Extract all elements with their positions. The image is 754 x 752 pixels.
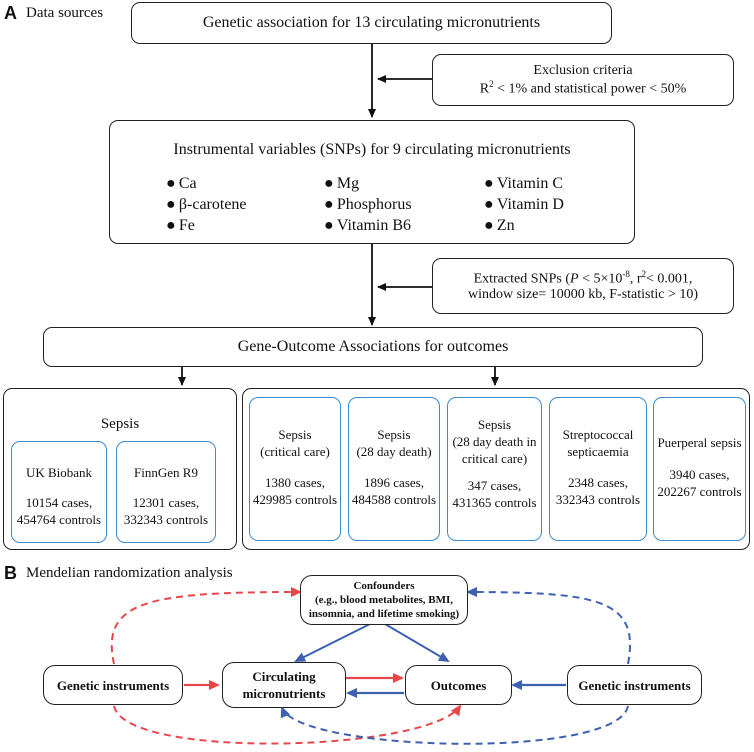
nutrient-zn: ● Zn (484, 217, 515, 234)
confounders-example-1: (e.g., blood metabolites, BMI, (314, 594, 454, 606)
exclusion-line: R2 < 1% and statistical power < 50% (479, 78, 687, 97)
outcome-controls: 431365 controls (452, 495, 537, 510)
outcome-name-line: (28 day death in (452, 434, 537, 449)
outcome-name-line: Sepsis (377, 427, 411, 442)
outcome-streptococcal-septicaemia: Streptococcal septicaemia 2348 cases, 33… (549, 397, 647, 541)
outcome-name-line: (28 day death) (356, 444, 432, 459)
outcome-sepsis-28-day-death-critical-care: Sepsis (28 day death in critical care) 3… (447, 397, 542, 541)
nutrient-vitamin-d: ● Vitamin D (484, 196, 564, 213)
confounders-title: Confounders (353, 580, 415, 592)
outcome-name-line: Sepsis (477, 417, 512, 432)
cohort-cases: 12301 cases, (132, 495, 200, 510)
outcome-controls: 332343 controls (555, 492, 641, 507)
extracted-snps-box: Extracted SNPs (P < 5×10-8, r2< 0.001, w… (432, 258, 734, 314)
genetic-instruments-left-label: Genetic instruments (56, 677, 170, 693)
outcome-cases: 1380 cases, (265, 475, 325, 490)
blue-dashed-right-to-micronutrients (280, 705, 629, 745)
cohort-finngen: FinnGen R9 12301 cases, 332343 controls (116, 441, 216, 543)
nutrient-beta-carotene: ● β-carotene (166, 196, 247, 213)
blue-dashed-right-to-confounders (466, 587, 631, 665)
micronutrients-box: Circulating micronutrients (222, 662, 346, 708)
cohort-cases: 10154 cases, (25, 495, 93, 510)
outcome-name-line: (critical care) (260, 444, 330, 459)
outcome-controls: 484588 controls (351, 492, 437, 507)
cohort-uk-biobank: UK Biobank 10154 cases, 454764 controls (11, 441, 107, 543)
panel-b-title: Mendelian randomization analysis (26, 565, 233, 581)
outcome-controls: 429985 controls (252, 492, 338, 507)
sepsis-group-box: Sepsis UK Biobank 10154 cases, 454764 co… (3, 388, 237, 550)
cohort-name: UK Biobank (25, 465, 93, 480)
gene-outcome-box: Gene-Outcome Associations for outcomes (43, 327, 703, 367)
nutrient-mg: ● Mg (324, 175, 360, 192)
extracted-line-2: window size= 10000 kb, F-statistic > 10) (467, 287, 699, 303)
arrow-confounders-to-outcomes (384, 623, 450, 663)
outcome-controls: 202267 controls (657, 484, 742, 499)
extracted-line-1: Extracted SNPs (P < 5×10-8, r2< 0.001, (473, 268, 693, 287)
outcome-name-line: septicaemia (567, 444, 629, 459)
nutrient-ca: ● Ca (166, 175, 197, 192)
outcome-sepsis-28-day-death: Sepsis (28 day death) 1896 cases, 484588… (348, 397, 440, 541)
confounders-box: Confounders (e.g., blood metabolites, BM… (300, 575, 468, 625)
outcome-name-line: Streptococcal (562, 427, 634, 442)
outcome-cases: 3940 cases, (669, 467, 730, 482)
genetic-instruments-right-label: Genetic instruments (578, 677, 691, 693)
genetic-instruments-left-box: Genetic instruments (43, 665, 183, 705)
nutrient-fe: ● Fe (166, 217, 195, 234)
outcomes-box: Outcomes (405, 665, 512, 705)
panel-b-letter: B (4, 563, 17, 583)
outcome-cases: 347 cases, (467, 478, 522, 493)
top-association-label: Genetic association for 13 circulating m… (202, 14, 541, 31)
cohort-controls: 454764 controls (16, 512, 102, 527)
outcome-name-line: critical care) (461, 451, 528, 466)
exclusion-title: Exclusion criteria (533, 62, 633, 78)
genetic-instruments-right-box: Genetic instruments (567, 665, 702, 705)
outcome-sepsis-critical-care: Sepsis (critical care) 1380 cases, 42998… (249, 397, 341, 541)
nutrient-phosphorus: ● Phosphorus (324, 196, 412, 213)
outcomes-label: Outcomes (430, 677, 487, 693)
outcome-puerperal-sepsis: Puerperal sepsis 3940 cases, 202267 cont… (653, 397, 746, 541)
cohort-name: FinnGen R9 (134, 465, 198, 480)
arrow-confounders-to-micronutrients (294, 623, 371, 662)
outcome-cases: 1896 cases, (364, 475, 424, 490)
exclusion-criteria-box: Exclusion criteria R2 < 1% and statistic… (432, 54, 734, 106)
red-dashed-left-to-outcomes (113, 704, 462, 745)
panel-a-letter: A (4, 3, 17, 23)
outcomes-group-box: Sepsis (critical care) 1380 cases, 42998… (242, 388, 750, 550)
top-association-box: Genetic association for 13 circulating m… (131, 2, 612, 44)
panel-a-title: Data sources (26, 5, 104, 21)
cohort-controls: 332343 controls (123, 512, 209, 527)
confounders-example-2: insomnia, and lifetime smoking) (308, 608, 460, 620)
instruments-title: Instrumental variables (SNPs) for 9 circ… (173, 141, 571, 158)
gene-outcome-label: Gene-Outcome Associations for outcomes (237, 338, 509, 355)
micronutrients-label-2: micronutrients (242, 686, 326, 701)
sepsis-group-title: Sepsis (100, 416, 140, 432)
outcome-cases: 2348 cases, (568, 475, 628, 490)
instrumental-variables-box: Instrumental variables (SNPs) for 9 circ… (109, 120, 635, 244)
red-dashed-left-to-confounders (110, 587, 302, 665)
outcome-name-line: Puerperal sepsis (657, 435, 742, 450)
nutrient-vitamin-c: ● Vitamin C (484, 175, 564, 192)
outcome-name-line: Sepsis (278, 427, 312, 442)
nutrient-vitamin-b6: ● Vitamin B6 (324, 217, 412, 234)
micronutrients-label-1: Circulating (252, 669, 316, 684)
